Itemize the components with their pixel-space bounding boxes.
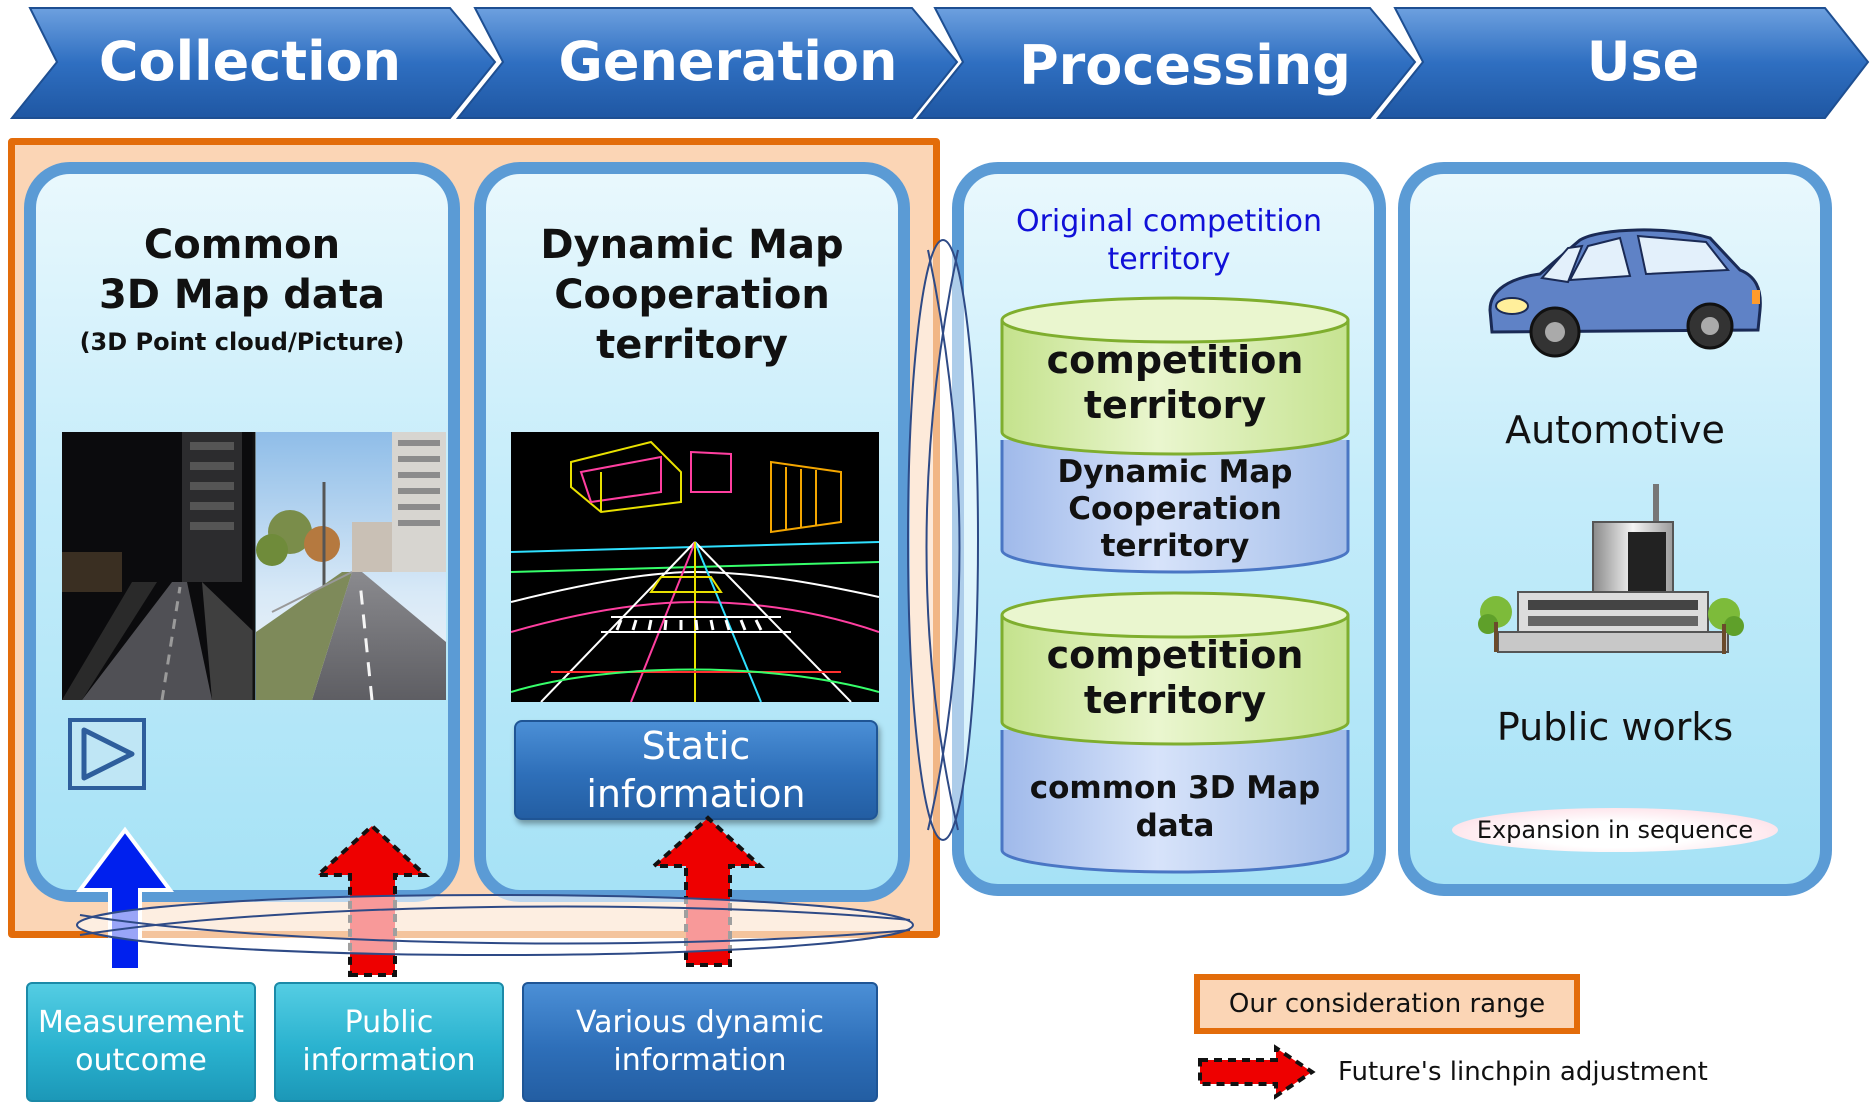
chevron-generation: Generation [455, 7, 959, 119]
static-information-line1: Static [641, 724, 751, 768]
dynamic-line1: Various dynamic [575, 1005, 825, 1040]
side-link-crossline [925, 249, 961, 831]
cyl1-bottom-line2: Cooperation [1068, 491, 1282, 527]
legend-range-label: Our consideration range [1228, 989, 1546, 1019]
bottom-link-ellipse-1 [76, 894, 914, 956]
public-line2: information [302, 1043, 476, 1078]
automotive-label: Automotive [1505, 408, 1725, 452]
expansion-badge: Expansion in sequence [1452, 808, 1778, 852]
public-line1: Public [344, 1005, 434, 1040]
cylinder-dynamic-map-cooperation [1000, 440, 1350, 574]
measurement-arrow [76, 826, 174, 972]
cyl2-top-line1: competition [1046, 633, 1304, 677]
stage-label-collection: Collection [99, 30, 401, 93]
measurement-line1: Measurement [38, 1005, 244, 1040]
stage-chevrons: Collection Generation Processing Use [9, 7, 1870, 119]
measurement-line2: outcome [75, 1043, 207, 1078]
generation-title-line3: territory [596, 322, 788, 368]
cylinder-common-3d-map [1000, 730, 1350, 874]
cyl1-bottom-line1: Dynamic Map [1057, 454, 1293, 490]
chevron-processing: Processing [915, 7, 1417, 119]
cyl2-bottom-line2: data [1135, 808, 1215, 844]
processing-header-line2: territory [1107, 242, 1231, 277]
collection-subtitle: (3D Point cloud/Picture) [79, 328, 405, 356]
collection-title-line2: 3D Map data [98, 272, 386, 318]
play-icon[interactable] [68, 718, 146, 790]
public-works-label: Public works [1496, 705, 1734, 749]
collection-title-line1: Common [143, 222, 341, 268]
car-icon [1488, 228, 1762, 358]
cyl1-top-line1: competition [1046, 338, 1304, 382]
stage-label-processing: Processing [1019, 34, 1351, 97]
processing-cylinders [1000, 296, 1350, 874]
stage-label-use: Use [1587, 30, 1700, 93]
cyl1-bottom-line3: territory [1100, 528, 1250, 564]
processing-header-line1: Original competition [1015, 204, 1323, 239]
panel-generation: Dynamic Map Cooperation territory [474, 162, 910, 902]
side-link-ellipse [907, 239, 979, 841]
dynamic-line2: information [613, 1043, 787, 1078]
cyl2-top-line2: territory [1083, 678, 1267, 722]
cyl2-bottom-line1: common 3D Map [1029, 770, 1321, 806]
public-information-box: Public information [274, 982, 504, 1102]
generation-title-line1: Dynamic Map [540, 222, 844, 268]
generation-title-line2: Cooperation [554, 272, 830, 318]
various-dynamic-information-box: Various dynamic information [522, 982, 878, 1102]
dynamic-map-wireframe-image [511, 432, 879, 702]
legend-linchpin-label: Future's linchpin adjustment [1338, 1057, 1708, 1087]
cylinder-competition-2 [1000, 591, 1350, 746]
panel-collection: Common 3D Map data (3D Point cloud/Pictu… [24, 162, 460, 902]
expansion-label: Expansion in sequence [1476, 816, 1754, 844]
static-information-box: Static information [514, 720, 878, 820]
cyl1-top-line2: territory [1083, 383, 1267, 427]
legend-consideration-range: Our consideration range [1194, 974, 1580, 1034]
static-information-line2: information [586, 772, 806, 816]
building-icon [1478, 484, 1744, 654]
measurement-outcome-box: Measurement outcome [26, 982, 256, 1102]
cylinder-competition-1 [1000, 296, 1350, 456]
bottom-link-crossline [79, 905, 911, 945]
stage-label-generation: Generation [559, 30, 898, 93]
point-cloud-photo-image [62, 432, 446, 700]
chevron-collection: Collection [9, 7, 497, 119]
legend-red-arrow-icon [1198, 1044, 1316, 1100]
chevron-use: Use [1375, 7, 1870, 119]
